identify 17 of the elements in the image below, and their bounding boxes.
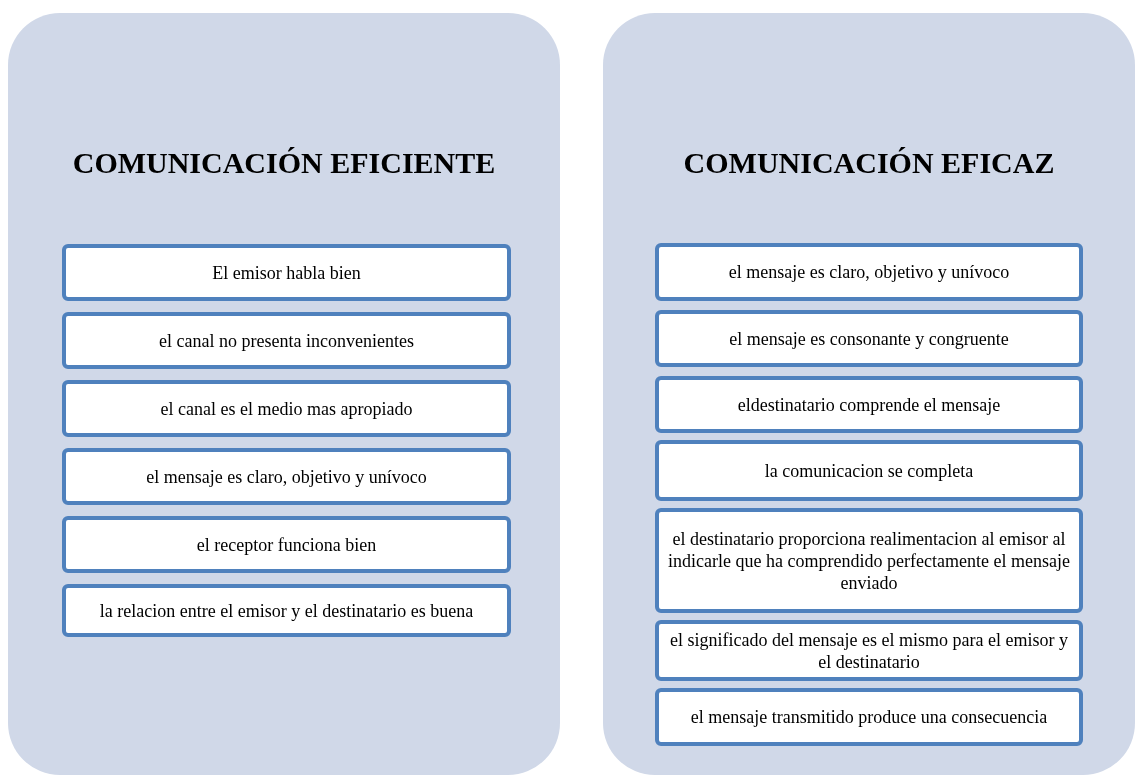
text-box: el canal es el medio mas apropiado [62, 380, 511, 437]
text-box: el mensaje transmitido produce una consecuencia [655, 688, 1083, 746]
text-box: el canal no presenta inconvenientes [62, 312, 511, 369]
text-box: el mensaje es claro, objetivo y unívoco [62, 448, 511, 505]
text-box: el significado del mensaje es el mismo para el emisor y el destinatario [655, 620, 1083, 681]
text-box: el destinatario proporciona realimentacion al emisor al indicarle que ha comprendido perfectamente el mensaje enviado [655, 508, 1083, 613]
text-box: eldestinatario comprende el mensaje [655, 376, 1083, 433]
text-box: el mensaje es consonante y congruente [655, 310, 1083, 367]
text-box: la relacion entre el emisor y el destinatario es buena [62, 584, 511, 637]
text-box: la comunicacion se completa [655, 440, 1083, 501]
text-box: el mensaje es claro, objetivo y unívoco [655, 243, 1083, 301]
panel-heading: COMUNICACIÓN EFICIENTE [71, 145, 497, 181]
text-box: El emisor habla bien [62, 244, 511, 301]
panel-background [603, 13, 1135, 775]
panel-background [8, 13, 560, 775]
text-box: el receptor funciona bien [62, 516, 511, 573]
panel-heading: COMUNICACIÓN EFICAZ [682, 145, 1056, 181]
